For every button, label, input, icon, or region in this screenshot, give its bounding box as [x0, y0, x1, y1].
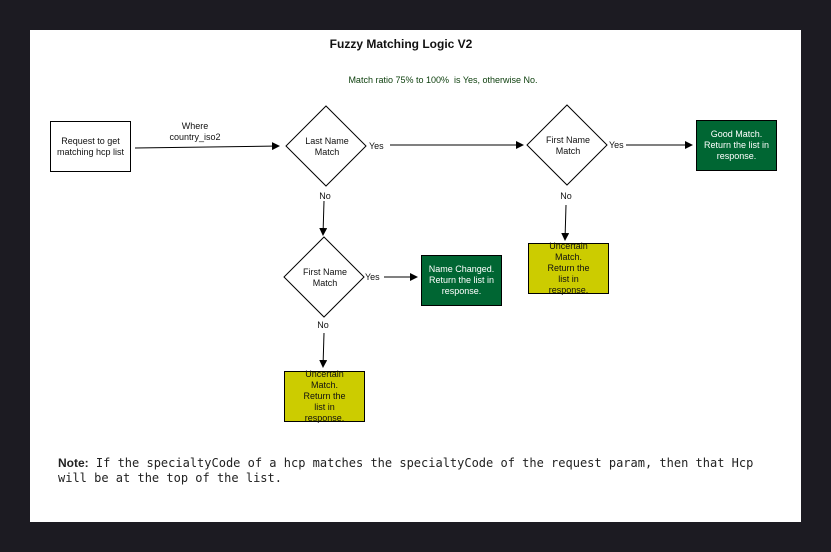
decision-first-name-match-top: [526, 104, 608, 186]
decision-first-name-top-label-2: Match: [556, 146, 581, 156]
edge-label-no-3: No: [317, 320, 329, 330]
diagram-subtitle: Match ratio 75% to 100% is Yes, otherwis…: [348, 75, 537, 85]
edge-label-yes-2: Yes: [609, 140, 624, 150]
good-match-node: Good Match. Return the list in response.: [696, 120, 777, 171]
edge-label-country: country_iso2: [169, 132, 220, 142]
edge-label-yes-1: Yes: [369, 141, 384, 151]
edge-start-to-lastname: [134, 142, 280, 151]
edge-lastname-no: [319, 200, 328, 236]
uncertain-match-right-node: Uncertain Match. Return the list in resp…: [528, 241, 609, 295]
note-label: Note:: [58, 456, 89, 470]
edge-label-no-2: No: [560, 191, 572, 201]
edge-label-no-1: No: [319, 191, 331, 201]
note-text: Note: If the specialtyCode of a hcp matc…: [58, 456, 778, 486]
edge-label-yes-3: Yes: [365, 272, 380, 282]
note-body: If the specialtyCode of a hcp matches th…: [58, 456, 754, 485]
edge-firstname-bottom-no: [319, 332, 328, 368]
edge-label-where: Where: [182, 121, 209, 131]
start-node: Request to get matching hcp list: [50, 121, 131, 172]
uncertain-match-bottom-node: Uncertain Match. Return the list in resp…: [284, 369, 365, 423]
diagram-title: Fuzzy Matching Logic V2: [330, 37, 473, 51]
decision-last-name-match: [285, 105, 367, 187]
decision-last-name-label-1: Last Name: [305, 136, 349, 146]
edge-firstname-top-no: [561, 204, 570, 241]
decision-first-name-bottom-label-1: First Name: [303, 267, 347, 277]
name-changed-node: Name Changed. Return the list in respons…: [421, 255, 502, 306]
decision-last-name-label-2: Match: [315, 147, 340, 157]
decision-first-name-top-label-1: First Name: [546, 135, 590, 145]
decision-first-name-match-bottom: [283, 236, 365, 318]
decision-first-name-bottom-label-2: Match: [313, 278, 338, 288]
flowchart-svg: Fuzzy Matching Logic V2 Match ratio 75% …: [134, 37, 693, 368]
diagram-canvas: Fuzzy Matching Logic V2 Match ratio 75% …: [30, 30, 801, 522]
